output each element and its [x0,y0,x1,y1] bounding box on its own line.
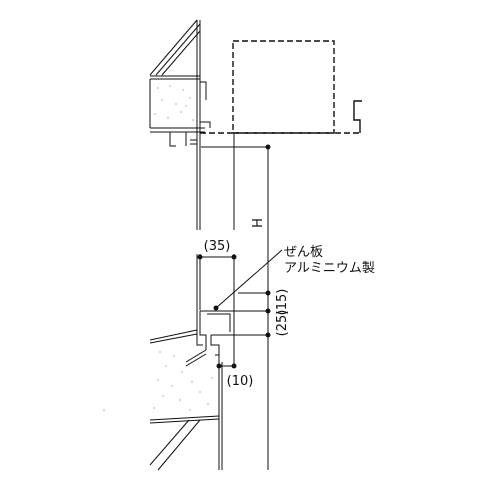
material-leader [215,249,283,309]
dim-10-label: (10) [227,374,254,389]
upper-frame [149,19,235,230]
dim-25-label: (25) [275,310,290,337]
rail-symbol [353,100,362,133]
material-label-line1: ぜん板 [284,245,323,260]
dashed-existing-outline [200,40,360,134]
leader-dot [213,305,219,311]
small-dimensions [219,292,268,367]
width-35-label: (35) [204,239,231,254]
upper-concrete-stipple [154,85,194,121]
dimension-dots [197,254,271,369]
lower-concrete-stipple [103,351,213,411]
lower-frame [149,254,235,471]
material-label-line2: アルミニウム製 [284,261,375,276]
dim-15-label: (15) [275,289,290,316]
height-label: H [251,218,266,228]
dim-dot-h-top [265,144,271,150]
